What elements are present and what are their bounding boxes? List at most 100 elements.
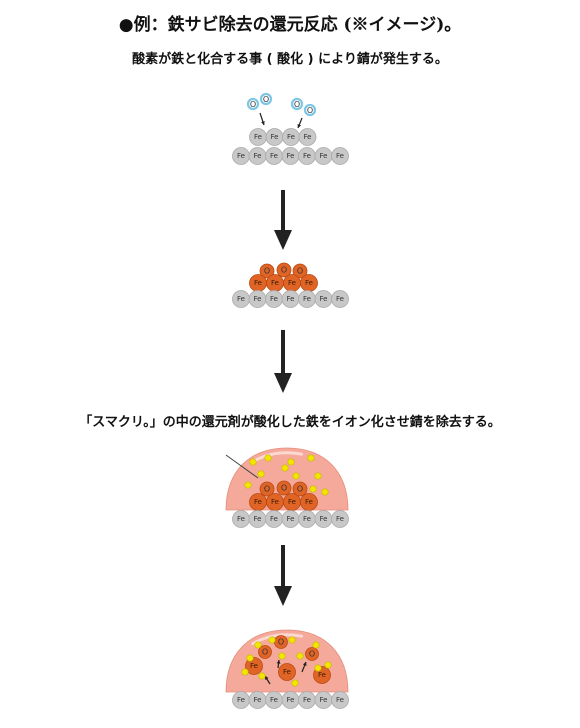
iron-atom-label: Fe <box>320 515 328 523</box>
iron-atom-label: Fe <box>237 696 245 704</box>
iron-atom: Fe <box>331 290 349 308</box>
rust-atom: Fe <box>300 274 318 292</box>
down-arrow-2 <box>274 330 292 393</box>
rust-atom-label: Fe <box>271 498 279 506</box>
rust-atom: Fe <box>266 274 284 292</box>
rust-atom-circle <box>276 480 292 496</box>
rust-atom-label: Fe <box>318 671 326 679</box>
rust-atom-label: O <box>281 266 287 275</box>
iron-atom-circle <box>298 128 317 146</box>
iron-atom-label: Fe <box>237 515 245 523</box>
rust-atom-label: Fe <box>271 279 279 287</box>
rust-atom-label: O <box>297 485 303 494</box>
iron-atom-label: Fe <box>270 696 278 704</box>
iron-atom: Fe <box>281 691 300 709</box>
rust-atom-label: Fe <box>283 668 291 676</box>
rust-atom-circle <box>276 262 292 278</box>
iron-atom-label: Fe <box>303 152 311 160</box>
iron-atom-label: Fe <box>287 696 295 704</box>
oxygen-atom-label: O <box>294 100 300 109</box>
iron-atom-label: Fe <box>287 152 295 160</box>
iron-atom: Fe <box>249 128 267 146</box>
iron-atom-label: Fe <box>336 295 344 303</box>
rust-atom-label: O <box>309 650 315 659</box>
oxygen-ring <box>303 103 317 117</box>
iron-atom-label: Fe <box>270 152 278 160</box>
rust-atom-label: Fe <box>288 498 296 506</box>
iron-atom-circle <box>331 691 349 709</box>
oxygen-atom-label: O <box>263 95 269 104</box>
iron-atom: Fe <box>314 691 333 709</box>
rust-atom-label: Fe <box>305 279 313 287</box>
rust-atom-label: Fe <box>254 498 262 506</box>
reducing-agent-particle <box>278 652 286 660</box>
rust-atom-label: Fe <box>250 662 258 670</box>
iron-atom-label: Fe <box>287 295 295 303</box>
iron-atom: Fe <box>248 510 267 528</box>
rust-atom-circle <box>305 647 319 661</box>
rust-atom: Fe <box>249 274 267 292</box>
rust-atom: O <box>276 262 292 278</box>
rust-atom: Fe <box>266 493 284 511</box>
iron-atom: Fe <box>298 290 316 308</box>
iron-atom-label: Fe <box>320 696 328 704</box>
iron-atom-label: Fe <box>237 295 245 303</box>
reducing-agent-particle <box>314 472 322 480</box>
iron-atom: Fe <box>281 290 300 308</box>
rust-atom: Fe <box>278 663 296 681</box>
iron-atom-label: Fe <box>336 696 344 704</box>
rust-atom-circle <box>258 645 272 659</box>
gel-highlight <box>251 633 304 646</box>
rust-atom: Fe <box>283 493 301 511</box>
iron-atom: Fe <box>281 510 300 528</box>
iron-atom: Fe <box>282 128 300 146</box>
rust-atom: O <box>258 645 272 659</box>
iron-atom-label: Fe <box>270 295 278 303</box>
rust-atom: Fe <box>249 493 267 511</box>
iron-atom-circle <box>331 510 349 528</box>
iron-atom: Fe <box>314 510 333 528</box>
oxidation-description: 酸素が鉄と化合する事 ( 酸化 ) により錆が発生する。 <box>132 52 448 67</box>
arrow-shaft <box>281 545 285 588</box>
oxygen-atom-label: O <box>307 106 313 115</box>
iron-atom: Fe <box>281 147 300 165</box>
iron-atom: Fe <box>298 128 317 146</box>
rust-atom-label: O <box>264 267 270 276</box>
reducing-agent-particle <box>268 636 276 644</box>
reducing-agent-particle <box>257 470 265 478</box>
iron-atom: Fe <box>331 510 349 528</box>
iron-atom: Fe <box>298 510 316 528</box>
reducing-agent-particle <box>321 488 329 496</box>
iron-atom-label: Fe <box>303 515 311 523</box>
iron-atom-label: Fe <box>254 133 262 141</box>
reduction-description: 「スマクリ。」の中の還元剤が酸化した鉄をイオン化させ錆を除去する。 <box>79 415 501 430</box>
iron-atom-label: Fe <box>254 152 262 160</box>
motion-arrow-head <box>261 121 265 125</box>
iron-atom: Fe <box>314 147 333 165</box>
iron-atom-label: Fe <box>303 696 311 704</box>
reducing-agent-particle <box>241 668 249 676</box>
reducing-agent-particle <box>254 641 262 649</box>
reducing-agent-particle <box>292 472 300 480</box>
arrow-shaft <box>281 330 285 375</box>
iron-atom-label: Fe <box>287 133 295 141</box>
iron-atom-label: Fe <box>320 152 328 160</box>
iron-atom: Fe <box>232 290 250 308</box>
iron-atom: Fe <box>265 147 283 165</box>
motion-arrow-head <box>276 660 281 664</box>
arrow-head <box>274 230 292 250</box>
iron-atom-circle <box>331 290 349 308</box>
rust-atom-label: Fe <box>305 498 313 506</box>
iron-atom-label: Fe <box>287 515 295 523</box>
rust-atom: O <box>292 481 308 497</box>
reducing-agent-particle <box>281 464 289 472</box>
iron-atom: Fe <box>265 128 284 146</box>
rust-atom: O <box>276 480 292 496</box>
rust-atom: Fe <box>245 657 263 675</box>
rust-atom-circle <box>245 657 263 675</box>
reducing-agent-particle <box>312 641 320 649</box>
page-title: ●例：鉄サビ除去の還元反応 (※イメージ)。 <box>118 15 462 35</box>
